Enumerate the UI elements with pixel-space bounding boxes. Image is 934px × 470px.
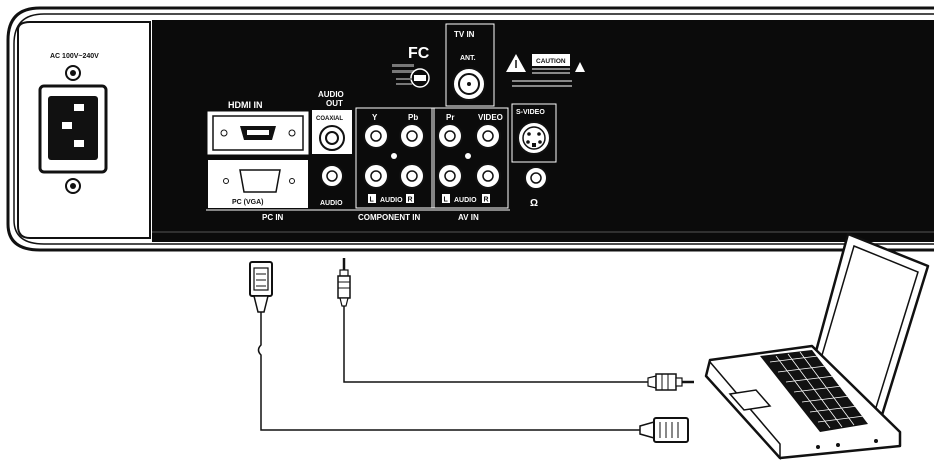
svideo-group: S-VIDEO Ω [511,103,557,209]
headphone-icon: Ω [530,198,538,209]
pc-in-group: PC (VGA) AUDIO PC IN [206,160,354,222]
hdmi-label: HDMI IN [228,100,263,110]
component-in-group: Y Pb L AUDIO R COMPONENT IN [354,107,436,222]
caution-text: CAUTION [536,58,566,65]
av-in-label: AV IN [458,213,479,222]
compliance-marks: FC [392,45,430,88]
av-l-label: L [444,197,449,204]
component-audio-label: AUDIO [380,197,403,204]
audio-cable [337,258,694,391]
av-in-group: Pr VIDEO L AUDIO R AV IN [431,107,510,222]
coaxial-label: COAXIAL [316,116,343,122]
vga-cable [249,261,689,443]
laptop-icon [704,232,930,460]
pc-in-label: PC IN [262,213,284,222]
ant-label: ANT. [460,55,476,62]
audio-out-coaxial: AUDIO OUT COAXIAL [312,90,352,154]
svideo-label: S-VIDEO [516,109,545,116]
av-r-label: R [484,197,489,204]
tv-in-antenna: TV IN ANT. [445,23,495,107]
hdmi-port: HDMI IN [207,100,309,155]
component-r-label: R [408,197,413,204]
component-in-label: COMPONENT IN [358,213,420,222]
component-l-label: L [370,197,375,204]
fc-logo: FC [408,45,430,62]
av-audio-label: AUDIO [454,197,477,204]
power-socket: AC 100V~240V [38,53,108,194]
pb-label: Pb [408,113,418,122]
audio-out-label-1: AUDIO [318,90,344,99]
caution-label: CAUTION [506,54,585,87]
audio-out-label-2: OUT [326,99,343,108]
y-label: Y [372,113,378,122]
tv-in-label: TV IN [454,30,475,39]
pc-audio-label: AUDIO [320,200,343,207]
pr-label: Pr [446,113,454,122]
video-label: VIDEO [478,113,503,122]
pc-vga-label: PC (VGA) [232,199,264,206]
power-label: AC 100V~240V [50,53,99,60]
